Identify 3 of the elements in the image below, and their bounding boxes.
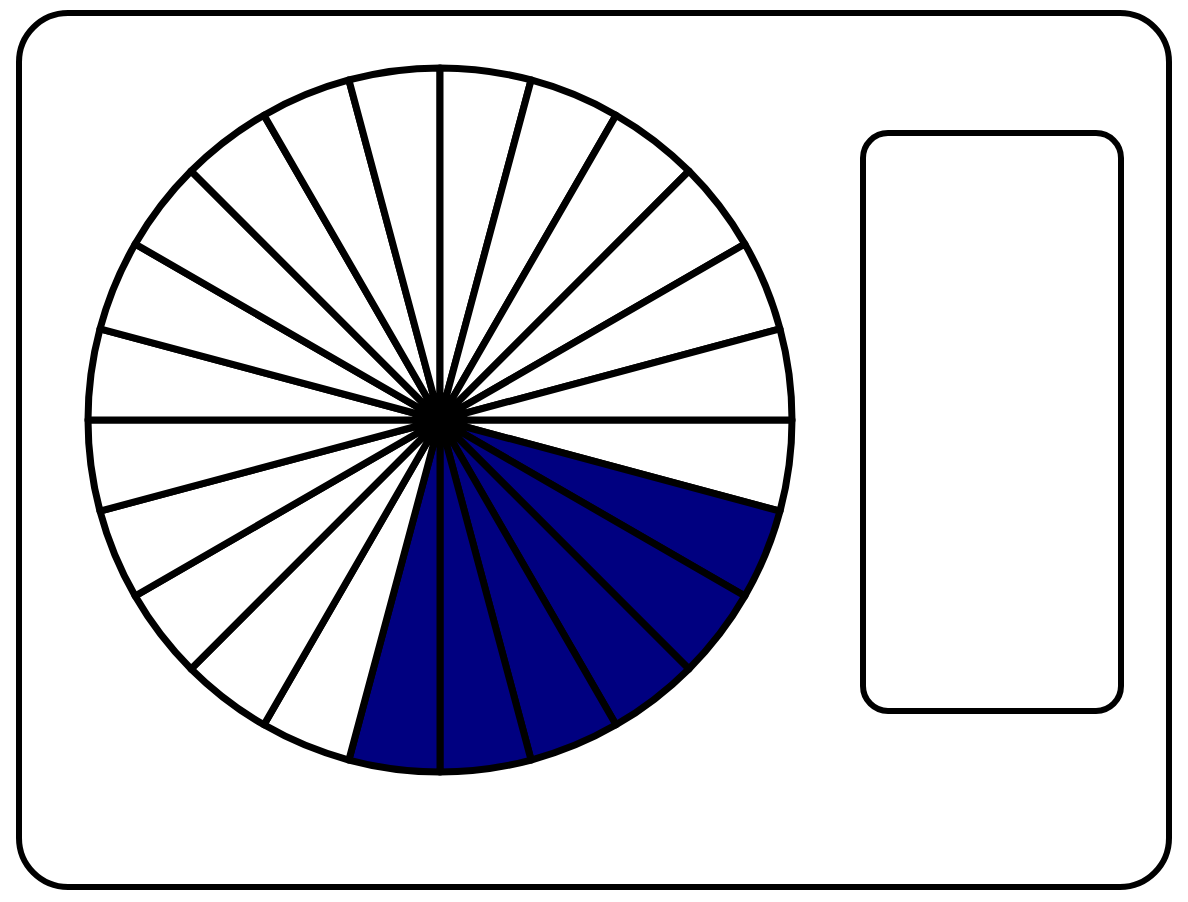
rounded-panel — [860, 130, 1124, 714]
divided-circle-drawing — [84, 64, 796, 776]
outer-frame — [16, 10, 1172, 890]
